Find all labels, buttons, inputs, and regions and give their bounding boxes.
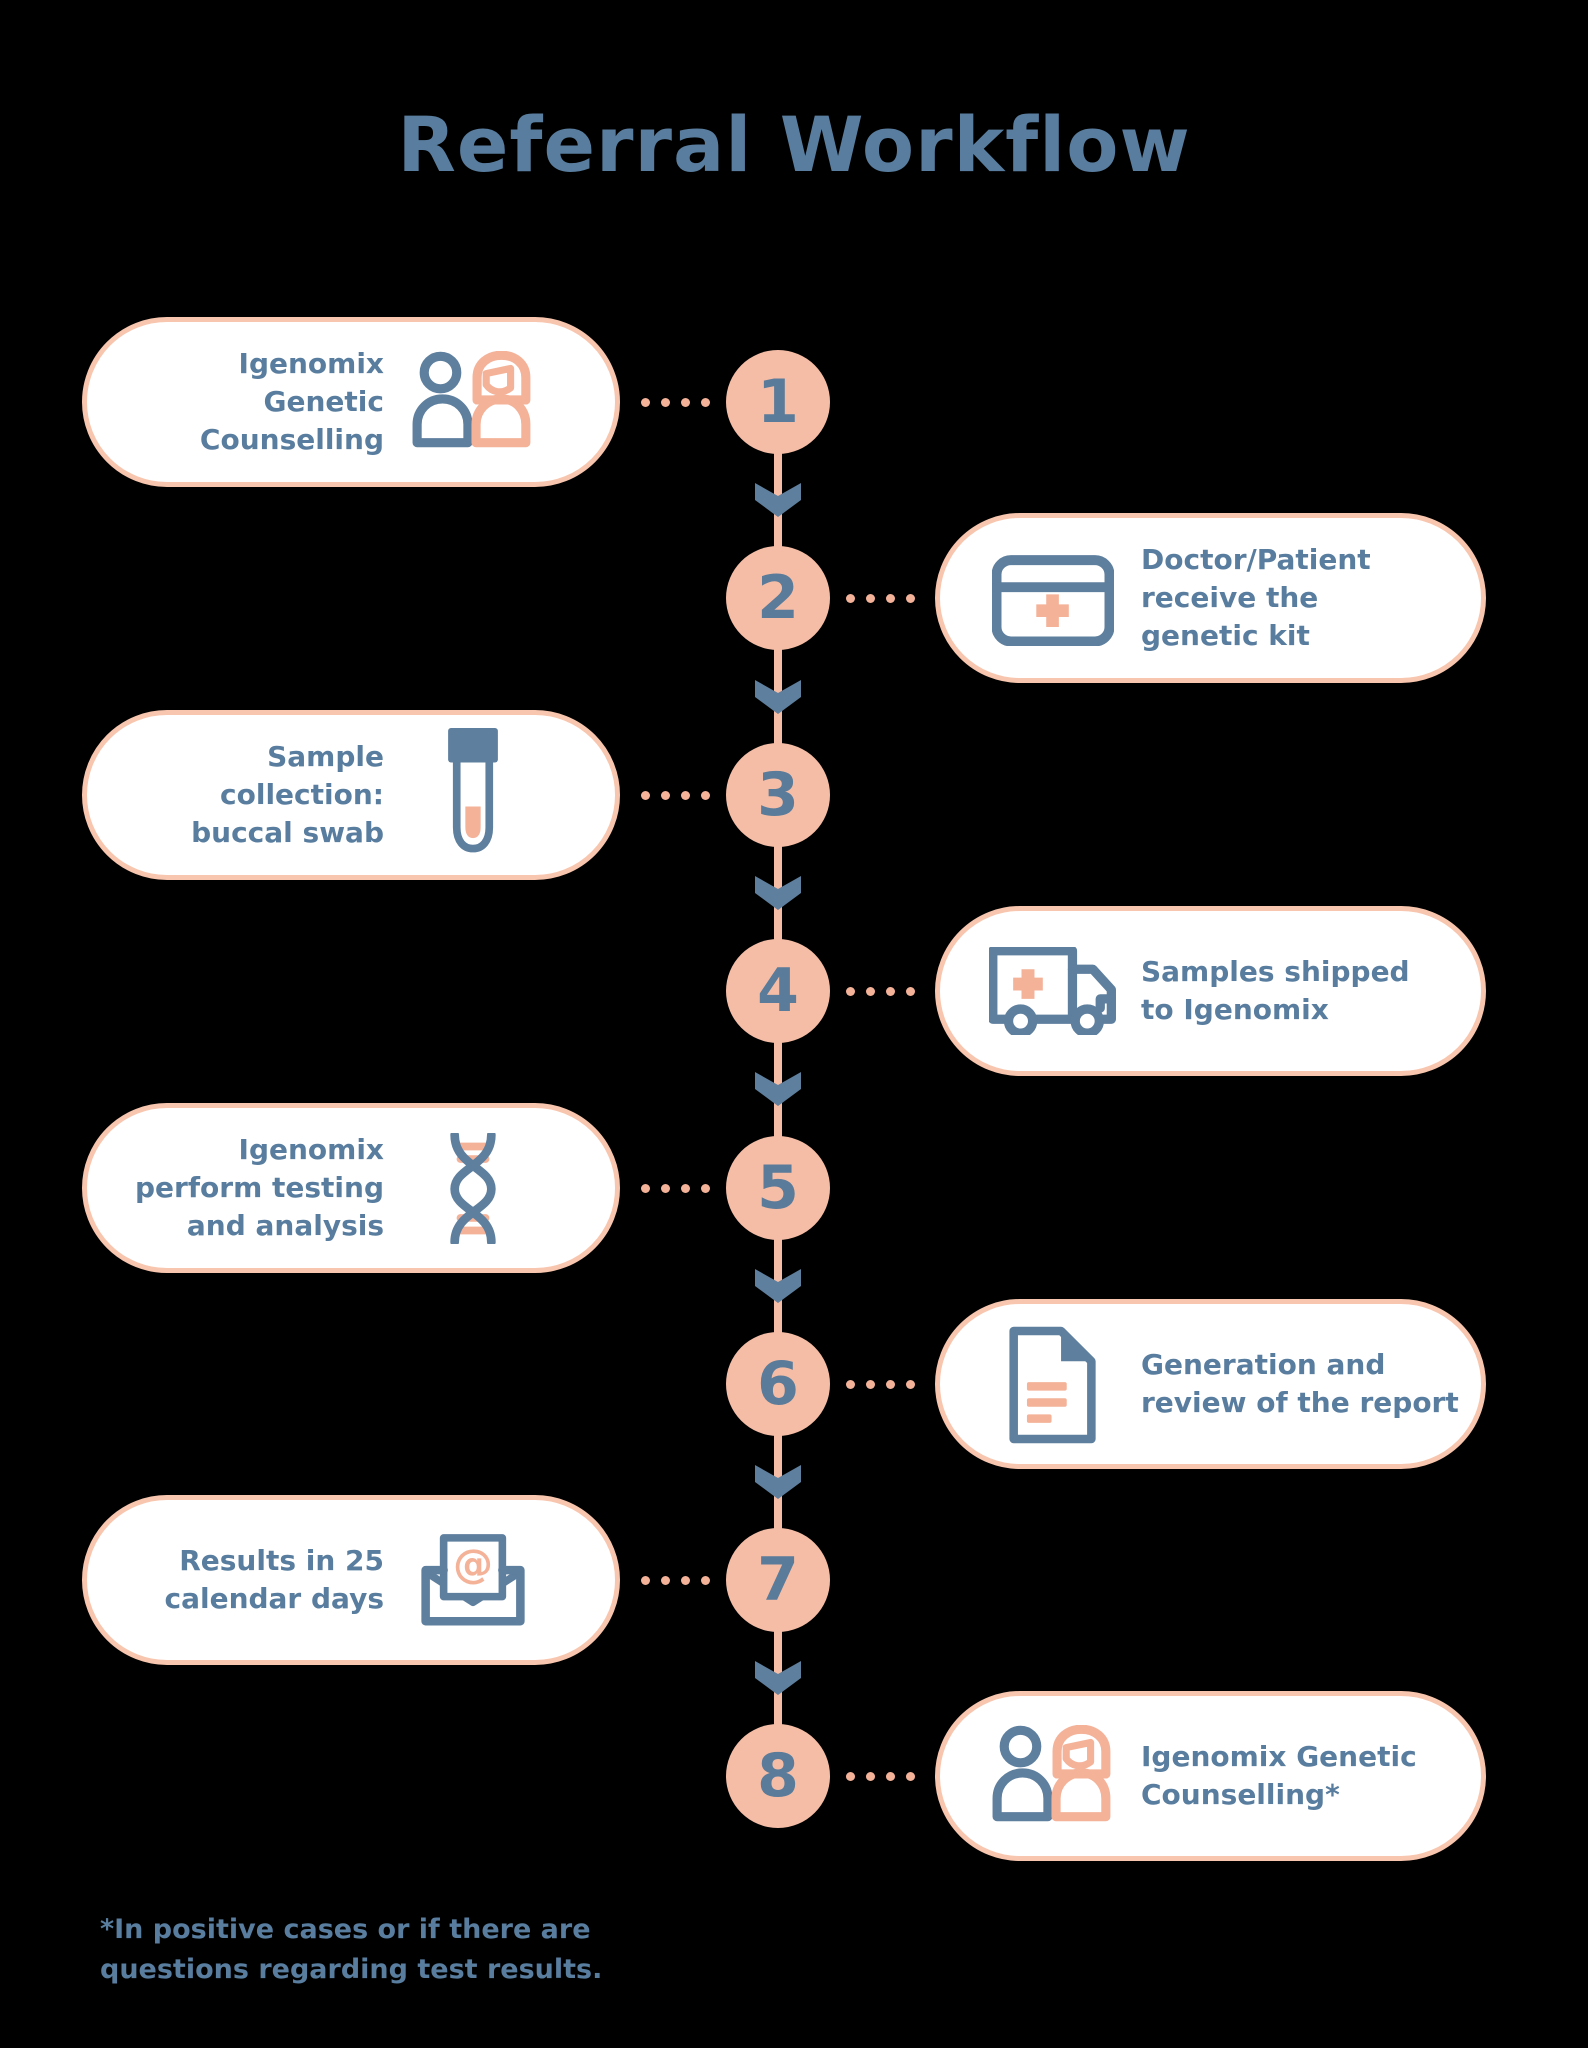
icon-box bbox=[980, 551, 1125, 646]
down-arrow-icon bbox=[755, 483, 801, 517]
footnote: *In positive cases or if there are quest… bbox=[100, 1914, 603, 1985]
dna-icon bbox=[449, 1132, 496, 1244]
step-number: 1 bbox=[757, 367, 799, 437]
step-number: 3 bbox=[757, 760, 799, 830]
report-document-icon bbox=[1008, 1326, 1096, 1443]
step-number: 7 bbox=[757, 1545, 799, 1615]
icon-box bbox=[400, 351, 545, 453]
svg-text:@: @ bbox=[453, 1541, 493, 1587]
step-card-5: Igenomix perform testing and analysis bbox=[82, 1103, 620, 1273]
test-tube-icon bbox=[447, 728, 498, 853]
step-label: Results in 25 calendar days bbox=[164, 1544, 384, 1615]
step-label: Igenomix Genetic Counselling* bbox=[1141, 1740, 1417, 1811]
icon-box: @ bbox=[400, 1533, 545, 1627]
step-number-badge: 5 bbox=[726, 1136, 830, 1240]
step-number: 8 bbox=[757, 1741, 799, 1811]
step-card-1: Igenomix Genetic Counselling bbox=[82, 317, 620, 487]
down-arrow-icon bbox=[755, 1661, 801, 1695]
step-number: 2 bbox=[757, 563, 799, 633]
step-number-badge: 7 bbox=[726, 1528, 830, 1632]
down-arrow-icon bbox=[755, 1072, 801, 1106]
step-label: Generation and review of the report bbox=[1141, 1348, 1459, 1419]
dotted-connector bbox=[846, 1772, 915, 1781]
dotted-connector bbox=[846, 594, 915, 603]
step-number: 5 bbox=[757, 1153, 799, 1223]
dotted-connector bbox=[641, 1576, 710, 1585]
icon-box bbox=[400, 728, 545, 862]
icon-box bbox=[980, 1325, 1125, 1444]
email-results-icon: @ bbox=[420, 1533, 525, 1625]
step-number-badge: 2 bbox=[726, 546, 830, 650]
step-number-badge: 1 bbox=[726, 350, 830, 454]
icon-box bbox=[980, 1725, 1125, 1827]
step-card-8: Igenomix Genetic Counselling* bbox=[935, 1691, 1486, 1861]
icon-box bbox=[400, 1132, 545, 1244]
step-card-4: Samples shipped to Igenomix bbox=[935, 906, 1486, 1076]
shipping-truck-icon bbox=[988, 947, 1116, 1035]
dotted-connector bbox=[846, 987, 915, 996]
step-card-7: Results in 25 calendar days @ bbox=[82, 1495, 620, 1665]
down-arrow-icon bbox=[755, 1269, 801, 1303]
people-icon bbox=[992, 1725, 1110, 1822]
people-icon bbox=[412, 351, 530, 448]
medical-kit-icon bbox=[991, 554, 1114, 646]
step-label: Doctor/Patient receive the genetic kit bbox=[1141, 543, 1371, 652]
step-card-3: Sample collection: buccal swab bbox=[82, 710, 620, 880]
step-label: Igenomix perform testing and analysis bbox=[135, 1133, 384, 1242]
step-number: 6 bbox=[757, 1349, 799, 1419]
down-arrow-icon bbox=[755, 876, 801, 910]
dotted-connector bbox=[641, 791, 710, 800]
page-title: Referral Workflow bbox=[397, 100, 1191, 189]
step-card-6: Generation and review of the report bbox=[935, 1299, 1486, 1469]
step-card-2: Doctor/Patient receive the genetic kit bbox=[935, 513, 1486, 683]
down-arrow-icon bbox=[755, 680, 801, 714]
icon-box bbox=[980, 947, 1125, 1035]
dotted-connector bbox=[641, 1184, 710, 1193]
step-number: 4 bbox=[757, 956, 799, 1026]
down-arrow-icon bbox=[755, 1465, 801, 1499]
step-number-badge: 4 bbox=[726, 939, 830, 1043]
dotted-connector bbox=[641, 398, 710, 407]
step-label: Igenomix Genetic Counselling bbox=[199, 347, 384, 456]
step-number-badge: 8 bbox=[726, 1724, 830, 1828]
dotted-connector bbox=[846, 1380, 915, 1389]
step-label: Samples shipped to Igenomix bbox=[1141, 955, 1410, 1026]
step-label: Sample collection: buccal swab bbox=[191, 740, 384, 849]
step-number-badge: 3 bbox=[726, 743, 830, 847]
step-number-badge: 6 bbox=[726, 1332, 830, 1436]
